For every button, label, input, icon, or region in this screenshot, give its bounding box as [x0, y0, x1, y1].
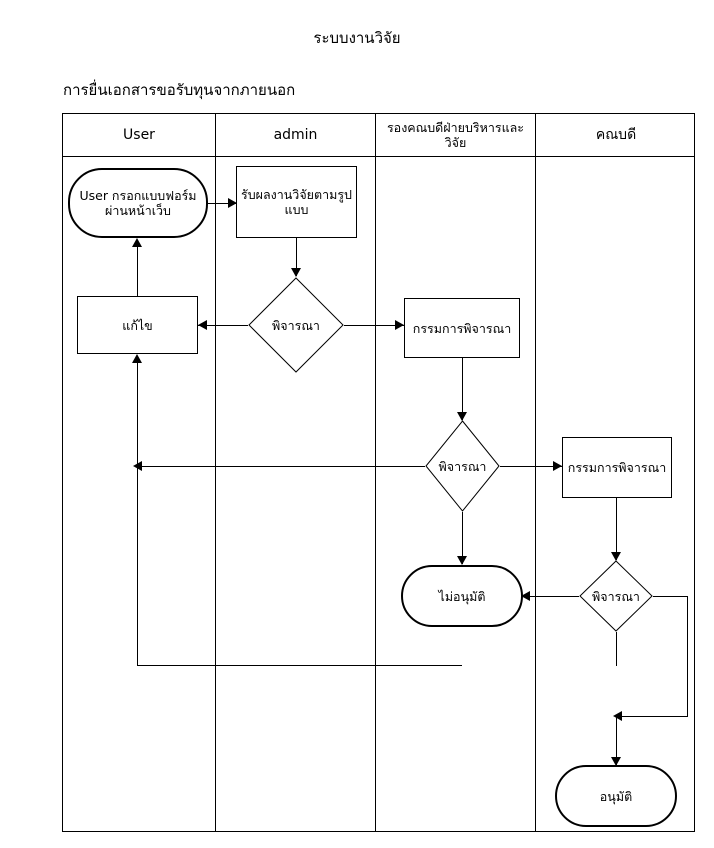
connector-admin-decision-to-committee1 — [344, 325, 404, 326]
header-separator — [63, 156, 694, 157]
arrowhead-to-approved — [611, 757, 621, 766]
connector-to-approved — [616, 716, 617, 765]
lane-header-user: User — [123, 127, 155, 143]
connector-edit-to-userform — [137, 240, 138, 297]
diamond-icon — [425, 420, 500, 512]
lane-divider-2 — [375, 114, 376, 831]
connector-committee1-to-vicedean-decision — [462, 358, 463, 420]
lane-divider-1 — [215, 114, 216, 831]
arrowhead-loop-to-edit — [132, 354, 142, 363]
connector-vicedean-decision-to-committee2 — [500, 466, 562, 467]
arrowhead-dean-decision-to-not-approved — [521, 591, 530, 601]
connector-vicedean-decision-to-not-approved — [462, 512, 463, 564]
node-committee-review-1[interactable]: กรรมการพิจารณา — [404, 298, 520, 358]
arrowhead-committee1-to-vicedean-decision — [457, 412, 467, 421]
arrowhead-vicedean-decision-to-loop — [133, 461, 142, 471]
connector-dean-decision-right — [653, 596, 688, 597]
node-edit-label: แก้ไข — [122, 317, 153, 333]
connector-vicedean-decision-to-loop — [137, 466, 425, 467]
arrowhead-committee2-to-dean-decision — [611, 552, 621, 561]
node-vicedean-decision-label: พิจารณา — [438, 458, 487, 474]
node-not-approved[interactable]: ไม่อนุมัติ — [401, 565, 523, 627]
diamond-icon — [579, 560, 653, 632]
node-receive-research-label: รับผลงานวิจัยตามรูปแบบ — [241, 187, 352, 217]
node-dean-decision-label: พิจารณา — [592, 588, 640, 604]
connector-dean-decision-bottom — [616, 632, 617, 666]
arrowhead-admin-decision-to-committee1 — [395, 320, 404, 330]
arrowhead-dean-right-to-approved — [613, 711, 622, 721]
node-edit[interactable]: แก้ไข — [77, 296, 198, 354]
arrowhead-admin-decision-to-edit — [198, 320, 207, 330]
connector-dean-right-to-approved — [616, 716, 687, 717]
arrowhead-edit-to-userform — [132, 238, 142, 247]
connector-dean-right-down — [687, 596, 688, 717]
node-user-form[interactable]: User กรอกแบบฟอร์มผ่านหน้าเว็บ — [68, 168, 208, 238]
node-user-form-label: User กรอกแบบฟอร์มผ่านหน้าเว็บ — [79, 188, 197, 218]
diamond-icon — [248, 277, 344, 373]
node-admin-decision-label: พิจารณา — [272, 317, 320, 333]
arrowhead-userform-to-receive — [228, 198, 237, 208]
connector-bottom-rail — [137, 665, 462, 666]
node-vicedean-decision[interactable]: พิจารณา — [425, 420, 500, 512]
connector-admin-decision-to-edit — [198, 325, 248, 326]
node-approved-label: อนุมัติ — [599, 788, 633, 804]
node-not-approved-label: ไม่อนุมัติ — [438, 588, 486, 604]
node-committee-review-2[interactable]: กรรมการพิจารณา — [562, 437, 672, 498]
node-committee-review-2-label: กรรมการพิจารณา — [567, 460, 667, 475]
arrowhead-vicedean-decision-to-not-approved — [457, 556, 467, 565]
connector-userform-to-receive — [208, 203, 236, 204]
lane-header-admin: admin — [273, 127, 318, 143]
lane-header-dean: คณบดี — [595, 127, 637, 143]
page-title: ระบบงานวิจัย — [313, 29, 401, 47]
connector-loop-riser — [137, 466, 138, 666]
node-admin-decision[interactable]: พิจารณา — [248, 277, 344, 373]
page-subtitle: การยื่นเอกสารขอรับทุนจากภายนอก — [63, 81, 296, 99]
connector-dean-decision-to-not-approved — [523, 596, 579, 597]
node-dean-decision[interactable]: พิจารณา — [579, 560, 653, 632]
arrowhead-vicedean-decision-to-committee2 — [553, 461, 562, 471]
connector-committee2-to-dean-decision — [616, 498, 617, 560]
lane-header-vice-dean: รองคณบดีฝ่ายบริหารและวิจัย — [386, 120, 525, 150]
connector-loop-to-edit — [137, 356, 138, 468]
node-committee-review-1-label: กรรมการพิจารณา — [412, 320, 512, 336]
lane-divider-3 — [535, 114, 536, 831]
node-approved[interactable]: อนุมัติ — [555, 765, 677, 827]
arrowhead-receive-to-admin-decision — [291, 268, 301, 277]
swimlane-table: User admin รองคณบดีฝ่ายบริหารและวิจัย คณ… — [62, 113, 695, 832]
node-receive-research[interactable]: รับผลงานวิจัยตามรูปแบบ — [236, 166, 357, 238]
connector-receive-to-admin-decision — [296, 238, 297, 276]
